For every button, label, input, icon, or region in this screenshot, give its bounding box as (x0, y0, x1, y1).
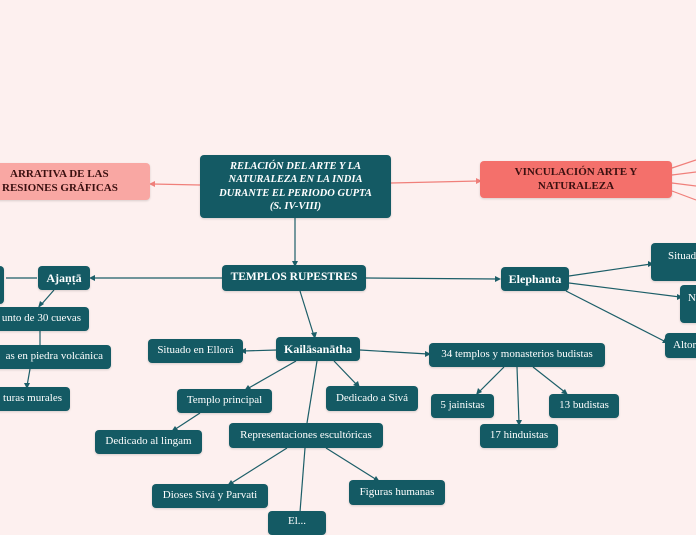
arrow-templos (292, 261, 298, 267)
situado-ellora-node[interactable]: Situado en Ellorá (148, 339, 243, 363)
link-repres-figuras (325, 447, 378, 481)
link-kailasa-situado (242, 349, 278, 352)
right-branch-node[interactable]: VINCULACIÓN ARTE Y NATURALEZA (480, 161, 672, 198)
dedicado-lingam-node[interactable]: Dedicado al lingam (95, 430, 202, 454)
ajanta-left-stub[interactable] (0, 266, 4, 304)
dedicado-siva-node[interactable]: Dedicado a Sivá (326, 386, 418, 411)
arrow-right-branch (476, 178, 482, 184)
arrow-budistas (561, 389, 568, 395)
ajanta-piedra-node[interactable]: as en piedra volcánica (0, 345, 111, 369)
link-kailasa-repres (306, 360, 318, 424)
link-right-out4 (671, 190, 696, 201)
link-eleph-n (568, 282, 681, 298)
arrow-jainistas (476, 388, 482, 395)
left-branch-line2: RESIONES GRÁFICAS (2, 181, 118, 194)
link-kailasa-templo (246, 360, 297, 390)
left-branch-line1: ARRATIVA DE LAS (10, 168, 109, 181)
link-eleph-altor (565, 290, 667, 343)
arrow-ajanta (89, 275, 95, 281)
central-topic-line2: NATURALEZA EN LA INDIA (228, 174, 363, 186)
link-34-budistas (532, 366, 567, 394)
link-right-out1 (671, 159, 696, 169)
arrow-left-branch (149, 181, 155, 187)
arrow-34 (425, 351, 431, 357)
ajanta-murales-node[interactable]: turas murales (0, 387, 70, 411)
arrow-situado (240, 348, 246, 354)
representaciones-node[interactable]: Representaciones escultóricas (229, 423, 383, 448)
elephanta-altor-node[interactable]: Altor (665, 333, 696, 358)
elephanta-situad-node[interactable]: Situad (651, 243, 696, 281)
arrow-hinduistas (516, 420, 522, 426)
link-kailasa-34 (359, 349, 429, 355)
link-templos-elephanta (365, 277, 499, 280)
elephanta-node[interactable]: Elephanta (501, 267, 569, 291)
elephanta-n-node[interactable]: N (680, 285, 696, 323)
link-templos-kailasa (299, 290, 315, 337)
connector-lines (6, 159, 696, 513)
link-central-right (390, 180, 480, 184)
link-34-hinduistas (516, 366, 520, 424)
ajanta-node[interactable]: Ajaṇṭā (38, 266, 90, 290)
templos-rupestres-node[interactable]: TEMPLOS RUPESTRES (222, 265, 366, 291)
link-right-out2 (671, 171, 696, 176)
link-templo-lingam (173, 412, 201, 431)
link-central-left (151, 183, 201, 186)
link-repres-dioses (229, 447, 288, 485)
dioses-node[interactable]: Dioses Sivá y Parvati (152, 484, 268, 508)
templos-34-node[interactable]: 34 templos y monasterios budistas (429, 343, 605, 367)
link-kailasa-dedicado (333, 360, 359, 387)
arrow-cuevas (38, 301, 44, 308)
representaciones-bottom-node[interactable]: El... (268, 511, 326, 535)
central-topic-line3: DURANTE EL PERIODO GUPTA (219, 187, 372, 199)
jainistas-node[interactable]: 5 jainistas (431, 394, 494, 418)
link-repres-bottom (299, 447, 306, 513)
right-branch-line2: NATURALEZA (537, 179, 615, 192)
figuras-humanas-node[interactable]: Figuras humanas (349, 480, 445, 505)
hinduistas-node[interactable]: 17 hinduistas (480, 424, 558, 448)
link-eleph-situad (568, 263, 652, 277)
link-34-jainistas (477, 366, 505, 394)
central-topic[interactable]: RELACIÓN DEL ARTE Y LA NATURALEZA EN LA … (200, 155, 391, 218)
budistas-node[interactable]: 13 budistas (549, 394, 619, 418)
central-topic-line1: RELACIÓN DEL ARTE Y LA (229, 161, 362, 173)
right-branch-line1: VINCULACIÓN ARTE Y (514, 166, 638, 179)
central-topic-line4: (S. IV-VIII) (269, 200, 322, 212)
link-right-out3 (671, 182, 696, 187)
left-branch-node[interactable]: ARRATIVA DE LAS RESIONES GRÁFICAS (0, 163, 150, 200)
arrow-murales (24, 383, 30, 389)
arrow-elephanta (495, 276, 501, 282)
kailasanatha-node[interactable]: Kailāsanātha (276, 337, 360, 361)
ajanta-cuevas-node[interactable]: unto de 30 cuevas (0, 307, 89, 331)
templo-principal-node[interactable]: Templo principal (177, 389, 272, 413)
